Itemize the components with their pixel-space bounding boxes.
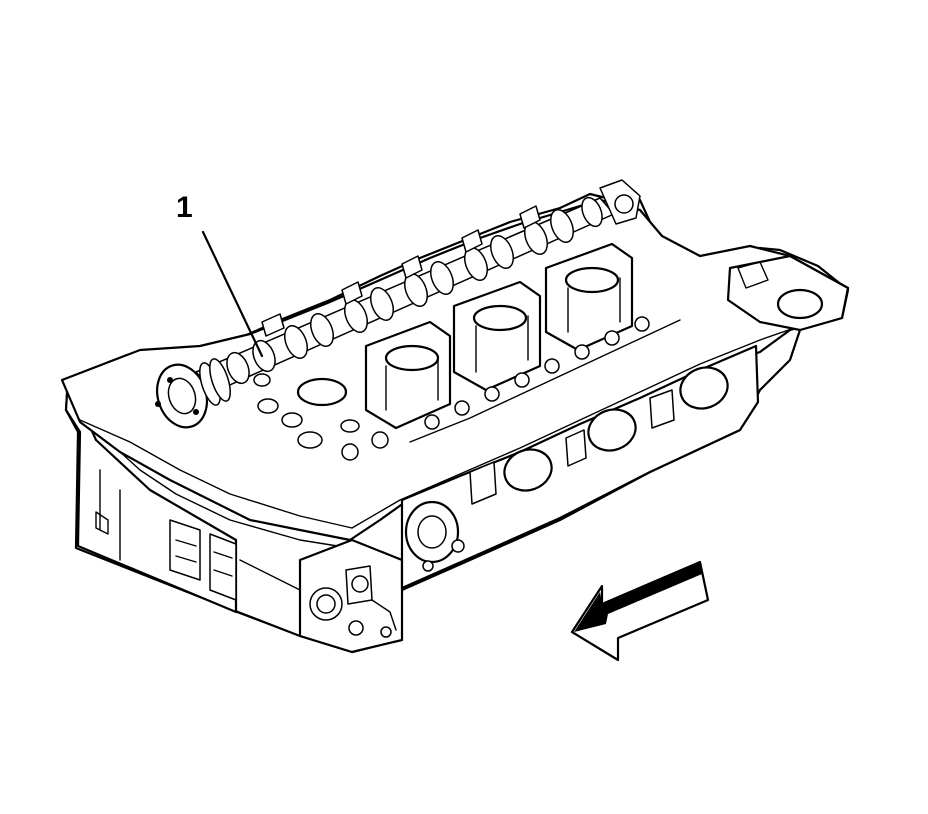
camshaft: [155, 179, 641, 429]
valve-detail-row: [341, 316, 681, 461]
rear-end: [726, 254, 850, 332]
arrow-front-of-engine-icon: [570, 560, 710, 662]
port-face: [400, 344, 760, 590]
bearing-towers: [364, 242, 634, 430]
rail-bosses: [261, 205, 541, 337]
callout-1-leader: [201, 230, 264, 358]
deck-holes: [253, 373, 360, 449]
callout-label-1: 1: [176, 191, 193, 224]
